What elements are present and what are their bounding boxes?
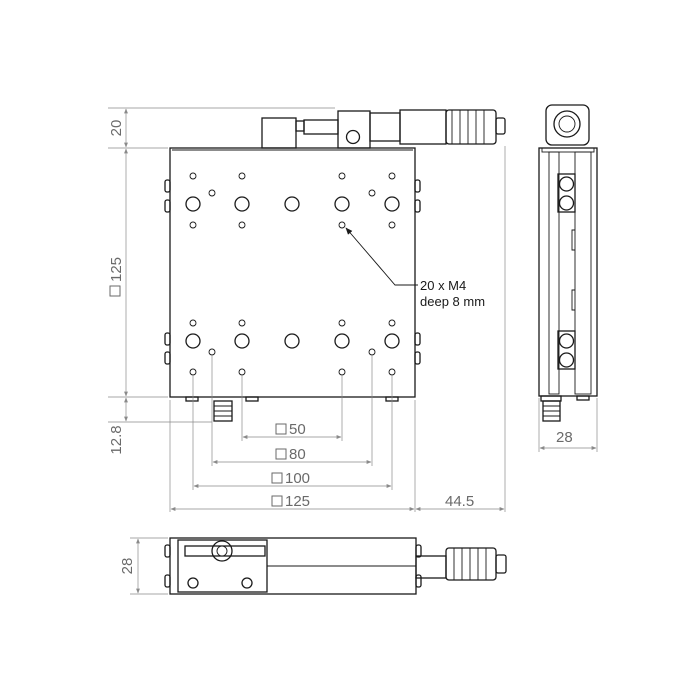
front-view: 28 [119,537,507,595]
side-bearings [557,173,576,370]
square-symbol-left [109,285,121,297]
top-plate [169,147,416,398]
dim-50: 50 [289,421,306,438]
side-bumpers [164,179,421,365]
mounting-holes [185,172,400,376]
hole-callout: 20 x M4 deep 8 mm [345,227,485,309]
dim-100: 100 [285,470,310,487]
dim-125-bottom: 125 [285,493,310,510]
side-view: 28 [538,104,598,452]
dim-12-8: 12.8 [108,425,125,454]
dim-125-left: 125 [108,257,125,282]
dim-side-28: 28 [556,429,573,446]
dim-height-20: 20 [108,120,125,137]
callout-line2: deep 8 mm [420,294,485,309]
dimensions: 20 125 12.8 50 80 100 [108,107,506,512]
micrometer-top [261,109,506,149]
top-view: 20 x M4 deep 8 mm [164,109,506,422]
callout-line1: 20 x M4 [420,278,466,293]
dim-front-28: 28 [119,558,136,575]
dim-44-5: 44.5 [445,493,474,510]
dim-80: 80 [289,446,306,463]
